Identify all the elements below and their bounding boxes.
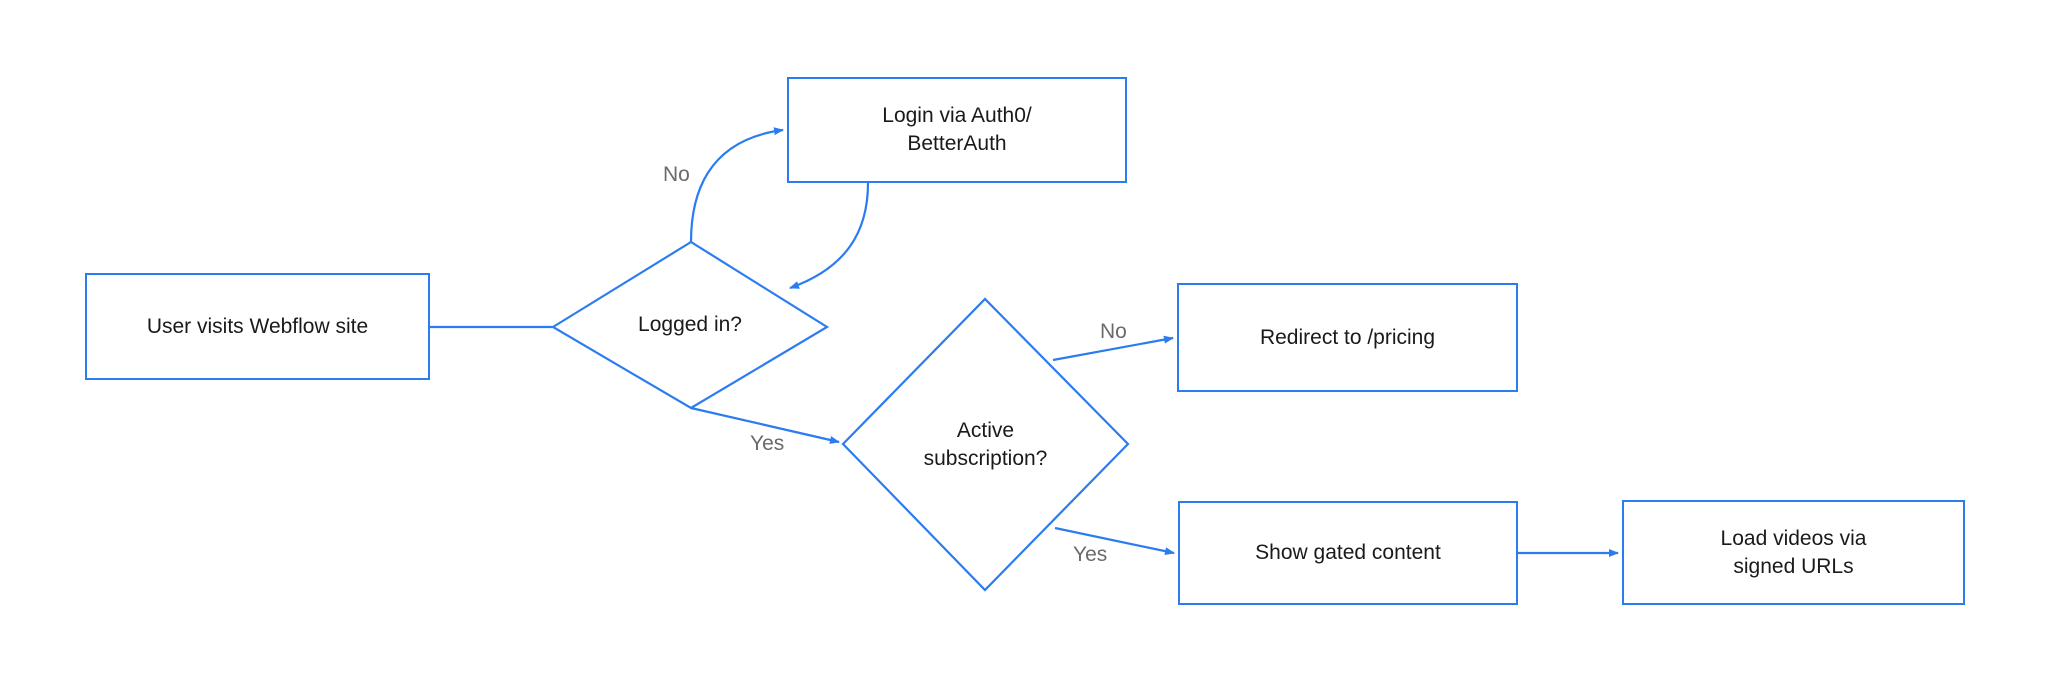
node-active-subscription[interactable]: Active subscription?: [843, 299, 1128, 590]
node-label: Login via Auth0/ BetterAuth: [882, 104, 1032, 155]
node-load-videos-via-signed-urls[interactable]: Load videos via signed URLs: [1622, 500, 1965, 605]
edge-active-subscription-to-pricing: [1052, 335, 1174, 362]
node-label: Redirect to /pricing: [1259, 325, 1436, 349]
edge-label-yes-to-gated-content: Yes: [1073, 543, 1108, 566]
node-redirect-to-pricing[interactable]: Redirect to /pricing: [1177, 283, 1518, 392]
node-label: Logged in?: [638, 313, 742, 337]
edge-label-no-to-pricing: No: [1100, 320, 1127, 343]
decision-shape-logged-in: [550, 240, 830, 410]
node-logged-in[interactable]: Logged in?: [553, 242, 827, 408]
edge-label-yes-to-active-subscription: Yes: [750, 432, 785, 455]
node-login-via-auth0-betterauth[interactable]: Login via Auth0/ BetterAuth: [787, 77, 1127, 183]
edge-logged-in-to-active-subscription: [690, 406, 840, 444]
node-label: Active subscription?: [923, 418, 1048, 470]
edge-label-no-to-login: No: [663, 163, 690, 186]
node-label: Load videos via signed URLs: [1720, 526, 1867, 578]
decision-shape-active-subscription: [841, 297, 1130, 592]
node-label: User visits Webflow site: [146, 314, 369, 338]
edge-active-subscription-to-gated-content: [1054, 526, 1175, 556]
edge-login-to-logged-in: [789, 182, 870, 290]
edge-logged-in-to-login: [689, 127, 784, 243]
node-label: Show gated content: [1255, 541, 1441, 565]
node-user-visits-webflow-site[interactable]: User visits Webflow site: [85, 273, 430, 380]
node-show-gated-content[interactable]: Show gated content: [1178, 501, 1518, 605]
